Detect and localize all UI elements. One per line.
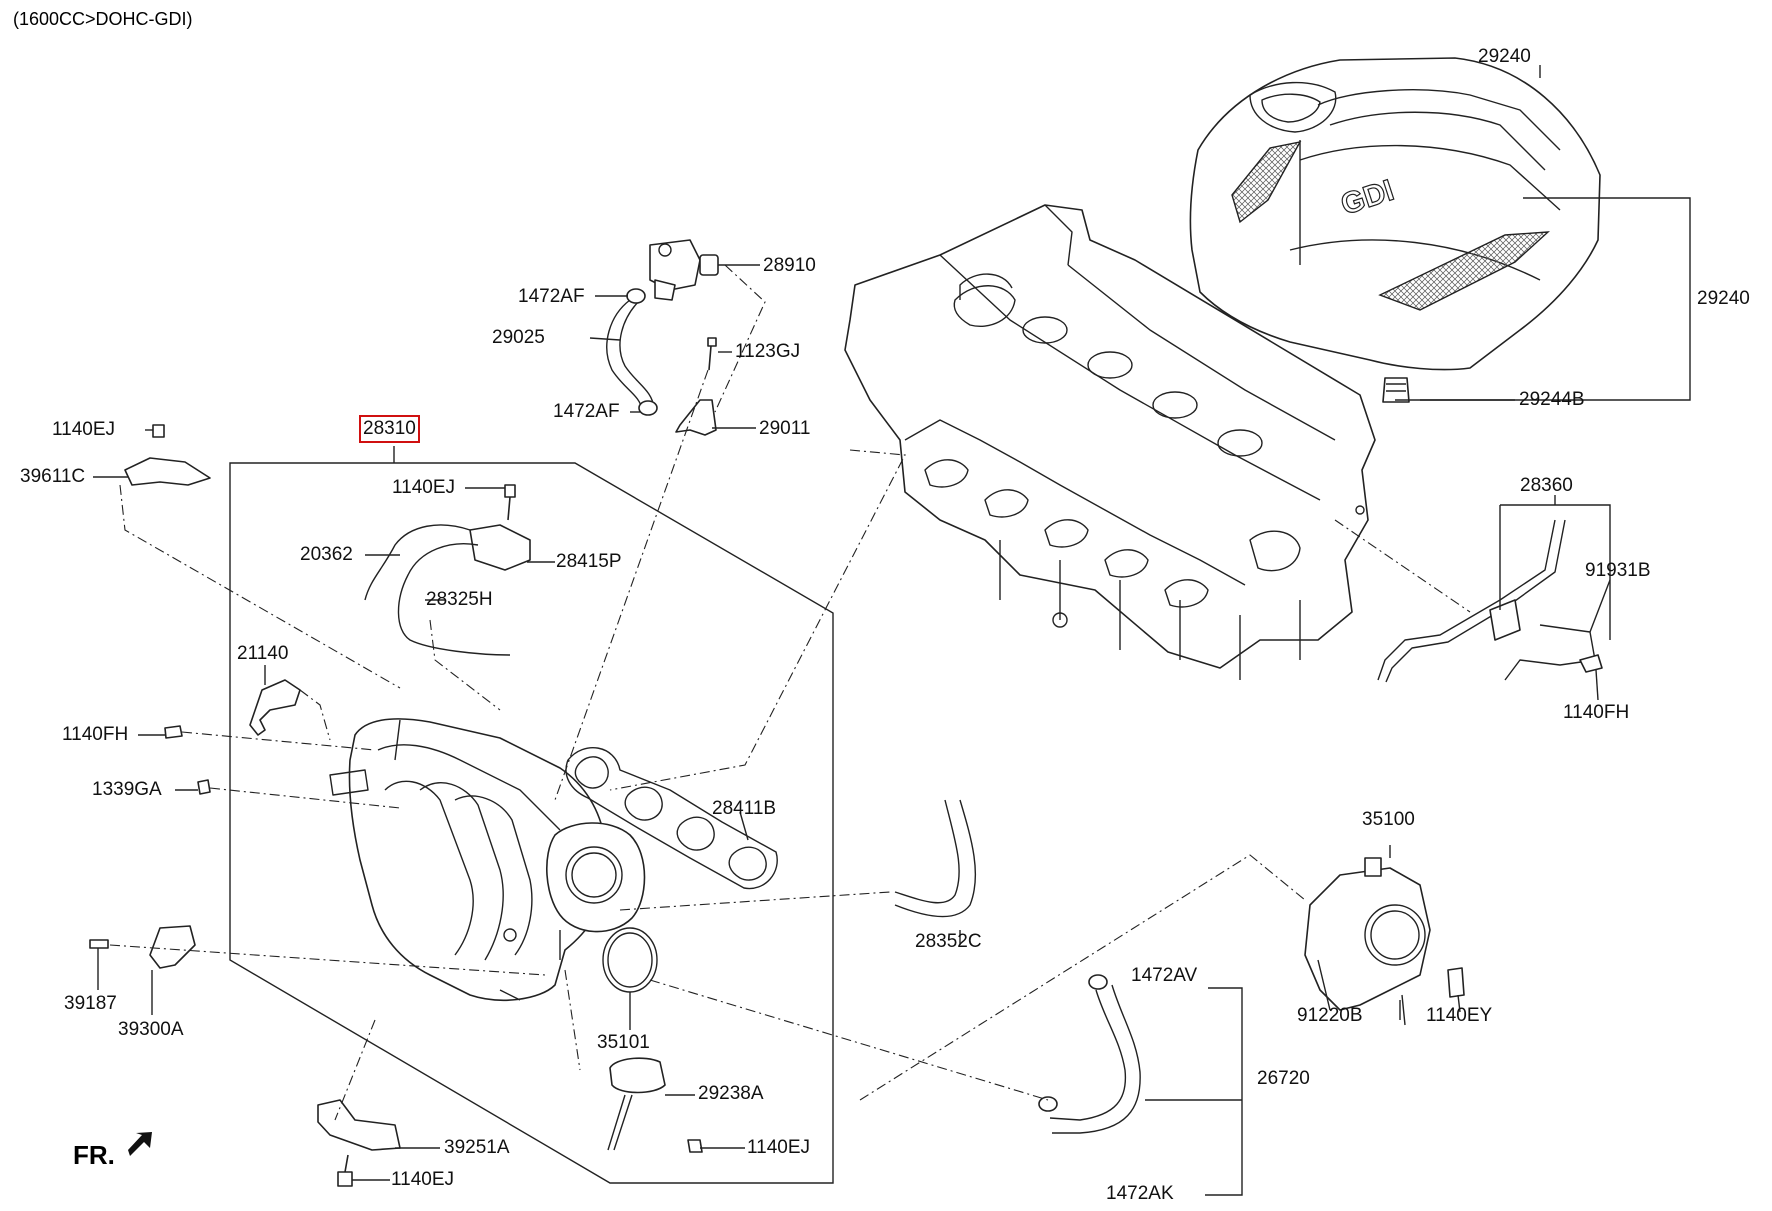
label-39611C: 39611C bbox=[20, 466, 86, 487]
hose-28352C-outer bbox=[894, 799, 977, 918]
gasket-28411B bbox=[565, 746, 778, 890]
label-29238A: 29238A bbox=[698, 1083, 764, 1104]
assembly-lines bbox=[109, 264, 1471, 1121]
label-1123GJ: 1123GJ bbox=[735, 341, 801, 362]
label-1140EJ-bottom: 1140EJ bbox=[391, 1169, 455, 1190]
bolt-1140EJ-bottom bbox=[337, 1154, 353, 1187]
group-lines bbox=[229, 197, 1691, 1196]
bracket-39611C bbox=[124, 457, 211, 486]
hose-28325H bbox=[397, 543, 511, 656]
actuator-rod bbox=[607, 1094, 633, 1151]
label-1472AK: 1472AK bbox=[1106, 1183, 1174, 1204]
bolt-1140EJ-actuator bbox=[687, 1139, 703, 1153]
intake-manifold bbox=[329, 718, 646, 1001]
pipe-28360 bbox=[1377, 519, 1556, 681]
pipe-bracket bbox=[1489, 599, 1521, 641]
bolt-1140EY bbox=[1447, 967, 1465, 998]
cylinder-head bbox=[844, 204, 1376, 680]
label-35101: 35101 bbox=[597, 1032, 650, 1053]
hose-26720-outer bbox=[1052, 984, 1141, 1134]
label-1472AF-mid: 1472AF bbox=[553, 401, 620, 422]
actuator-29238A bbox=[609, 1057, 666, 1094]
label-28325H: 28325H bbox=[426, 589, 493, 610]
label-28415P: 28415P bbox=[556, 551, 622, 572]
part-21140 bbox=[249, 679, 301, 736]
bolt-1140FH-left bbox=[164, 725, 183, 739]
clamp-1472AK bbox=[1038, 1096, 1058, 1112]
model-title: (1600CC>DOHC-GDI) bbox=[13, 9, 193, 29]
label-28411B: 28411B bbox=[712, 798, 777, 819]
label-39300A: 39300A bbox=[118, 1019, 184, 1040]
bracket-29011 bbox=[675, 399, 717, 436]
label-1140FH-left: 1140FH bbox=[62, 724, 129, 745]
bracket-39251A bbox=[317, 1099, 401, 1151]
clamp-1472AF-mid bbox=[638, 400, 658, 416]
bolt-1140EJ-inner bbox=[504, 484, 516, 521]
label-1140EY: 1140EY bbox=[1426, 1005, 1493, 1026]
label-91220B: 91220B bbox=[1297, 1005, 1363, 1026]
label-1140FH-right: 1140FH bbox=[1563, 702, 1630, 723]
oring-35101 bbox=[602, 927, 658, 993]
clamp-1472AV bbox=[1088, 974, 1108, 990]
bolt-1123GJ bbox=[707, 337, 717, 371]
oring-35101-inner bbox=[607, 932, 653, 988]
leader-lines bbox=[93, 65, 1611, 1181]
solenoid-28415P bbox=[469, 524, 531, 571]
label-26720: 26720 bbox=[1257, 1068, 1310, 1089]
label-28910: 28910 bbox=[763, 255, 816, 276]
sensor-39300A bbox=[149, 925, 196, 969]
label-29240-top: 29240 bbox=[1478, 46, 1531, 67]
hose-29025-outer bbox=[619, 299, 655, 409]
label-29240-right: 29240 bbox=[1697, 288, 1750, 309]
bolt-39187 bbox=[89, 939, 109, 949]
label-1472AV: 1472AV bbox=[1131, 965, 1198, 986]
label-39251A: 39251A bbox=[444, 1137, 510, 1158]
label-39187: 39187 bbox=[64, 993, 117, 1014]
engine-cover: GDI bbox=[1189, 57, 1601, 403]
label-1339GA: 1339GA bbox=[92, 779, 162, 800]
label-29011: 29011 bbox=[759, 418, 811, 439]
label-91931B: 91931B bbox=[1585, 560, 1651, 581]
label-20362: 20362 bbox=[300, 544, 353, 565]
label-28310-highlighted[interactable]: 28310 bbox=[359, 415, 420, 443]
label-29025: 29025 bbox=[492, 327, 545, 348]
part-1339GA bbox=[197, 779, 211, 795]
label-1140EJ-left: 1140EJ bbox=[52, 419, 116, 440]
label-1472AF-top: 1472AF bbox=[518, 286, 585, 307]
front-direction-label: FR. bbox=[73, 1140, 115, 1170]
label-29244B: 29244B bbox=[1519, 389, 1585, 410]
hose-28352C bbox=[894, 799, 960, 904]
pipe-28360-outer bbox=[1385, 519, 1566, 683]
bolt-1140EJ-left bbox=[152, 424, 165, 438]
label-28360: 28360 bbox=[1520, 475, 1573, 496]
hose-26720 bbox=[1049, 989, 1127, 1121]
bracket-91931B bbox=[1504, 624, 1596, 681]
hose-29025 bbox=[606, 299, 643, 411]
clamp-1472AF-top bbox=[626, 288, 646, 304]
label-28352C: 28352C bbox=[915, 931, 982, 952]
throttle-body-35100 bbox=[1304, 857, 1431, 1026]
valve-28910 bbox=[649, 239, 719, 301]
bolt-1140FH-right bbox=[1579, 654, 1603, 673]
label-35100: 35100 bbox=[1362, 809, 1415, 830]
front-arrow-icon bbox=[128, 1132, 152, 1156]
label-1140EJ-actuator: 1140EJ bbox=[747, 1137, 811, 1158]
label-21140: 21140 bbox=[237, 643, 289, 664]
label-1140EJ-inner: 1140EJ bbox=[392, 477, 456, 498]
hose-20362 bbox=[364, 524, 471, 601]
